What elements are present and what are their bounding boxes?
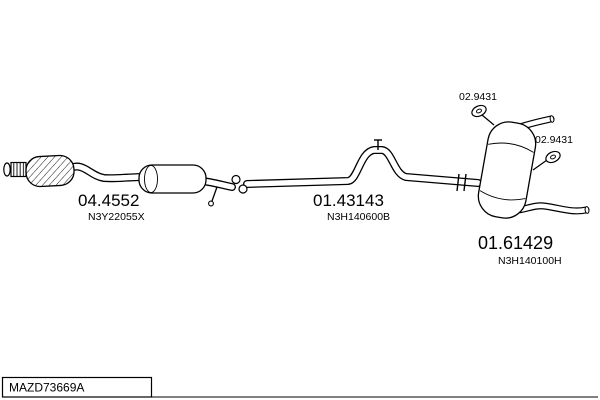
front-flex-joint xyxy=(3,161,27,178)
middle-silencer-drawing xyxy=(138,164,207,194)
part-number-hanger-side: 02.9431 xyxy=(535,134,573,146)
footer-strip: MAZD73669A xyxy=(1,376,598,398)
part-number-hanger-top: 02.9431 xyxy=(459,91,497,103)
rear-silencer-drawing xyxy=(477,121,537,219)
part-code-middle-silencer: N3H140600B xyxy=(327,211,390,223)
rubber-mount-side-icon xyxy=(532,150,561,171)
footer-reference-cell xyxy=(1,376,153,398)
flange-joint xyxy=(231,174,248,194)
part-number-rear-silencer: 01.61429 xyxy=(478,233,553,253)
part-code-rear-silencer: N3H140100H xyxy=(498,255,562,267)
part-code-catalyst: N3Y22055X xyxy=(88,211,145,223)
footer-reference-text: MAZD73669A xyxy=(9,381,84,395)
part-number-catalyst: 04.4552 xyxy=(78,191,139,210)
part-number-middle-silencer: 01.43143 xyxy=(313,191,384,210)
pipe-fittings xyxy=(208,115,590,214)
rubber-mount-top-icon xyxy=(471,104,495,126)
catalytic-converter-drawing xyxy=(25,154,75,188)
